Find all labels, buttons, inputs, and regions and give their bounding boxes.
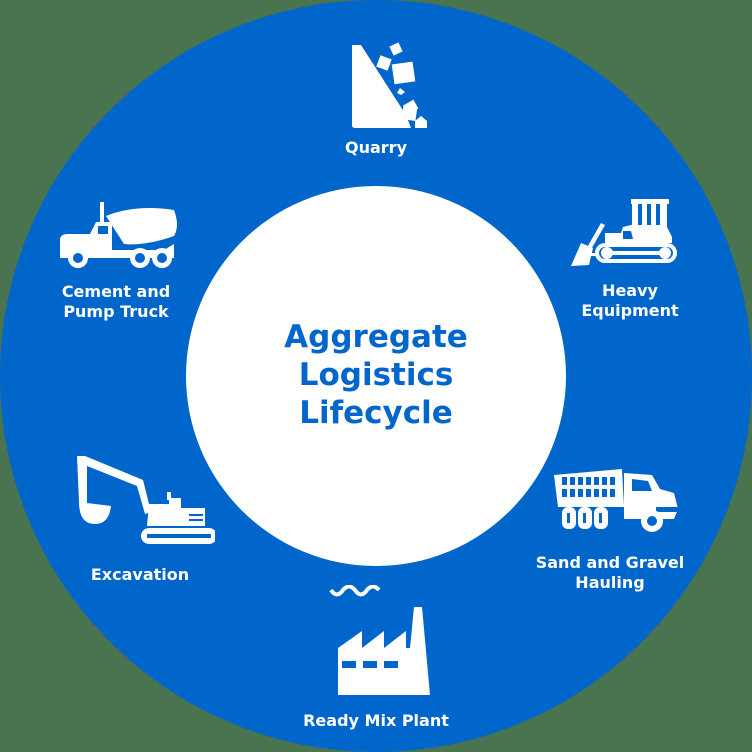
stage-label-cement-pump-2: Pump Truck — [63, 302, 169, 321]
excavator-icon — [77, 456, 215, 544]
stage-sand-gravel-hauling: Sand and Gravel Hauling — [520, 463, 700, 593]
cement-mixer-truck-icon — [60, 202, 177, 268]
stage-excavation: Excavation — [60, 452, 220, 585]
stage-label-heavy-equipment-2: Equipment — [581, 301, 679, 320]
stage-label-quarry: Quarry — [345, 138, 407, 157]
stage-quarry: Quarry — [316, 20, 436, 158]
stage-label-excavation: Excavation — [90, 565, 190, 584]
bulldozer-icon — [571, 199, 677, 266]
center-hub — [186, 186, 566, 566]
stage-label-cement-pump-1: Cement and — [61, 282, 171, 301]
title-line-1: Aggregate — [284, 319, 468, 355]
stage-label-heavy-equipment-1: Heavy — [602, 281, 658, 300]
title-line-2: Logistics — [298, 357, 454, 393]
dump-truck-icon — [554, 469, 678, 532]
stage-label-ready-mix-plant: Ready Mix Plant — [303, 711, 449, 730]
stage-label-sand-gravel-2: Hauling — [575, 573, 645, 592]
title-line-3: Lifecycle — [299, 395, 453, 431]
stage-ready-mix-plant: Ready Mix Plant — [286, 585, 466, 731]
stage-heavy-equipment: Heavy Equipment — [560, 193, 700, 321]
stage-cement-pump-truck: Cement and Pump Truck — [36, 200, 196, 322]
factory-icon — [329, 585, 430, 695]
diagram-title: Aggregate Logistics Lifecycle — [186, 318, 566, 432]
stage-label-sand-gravel-1: Sand and Gravel — [535, 553, 685, 572]
quarry-rockfall-icon — [352, 42, 427, 128]
